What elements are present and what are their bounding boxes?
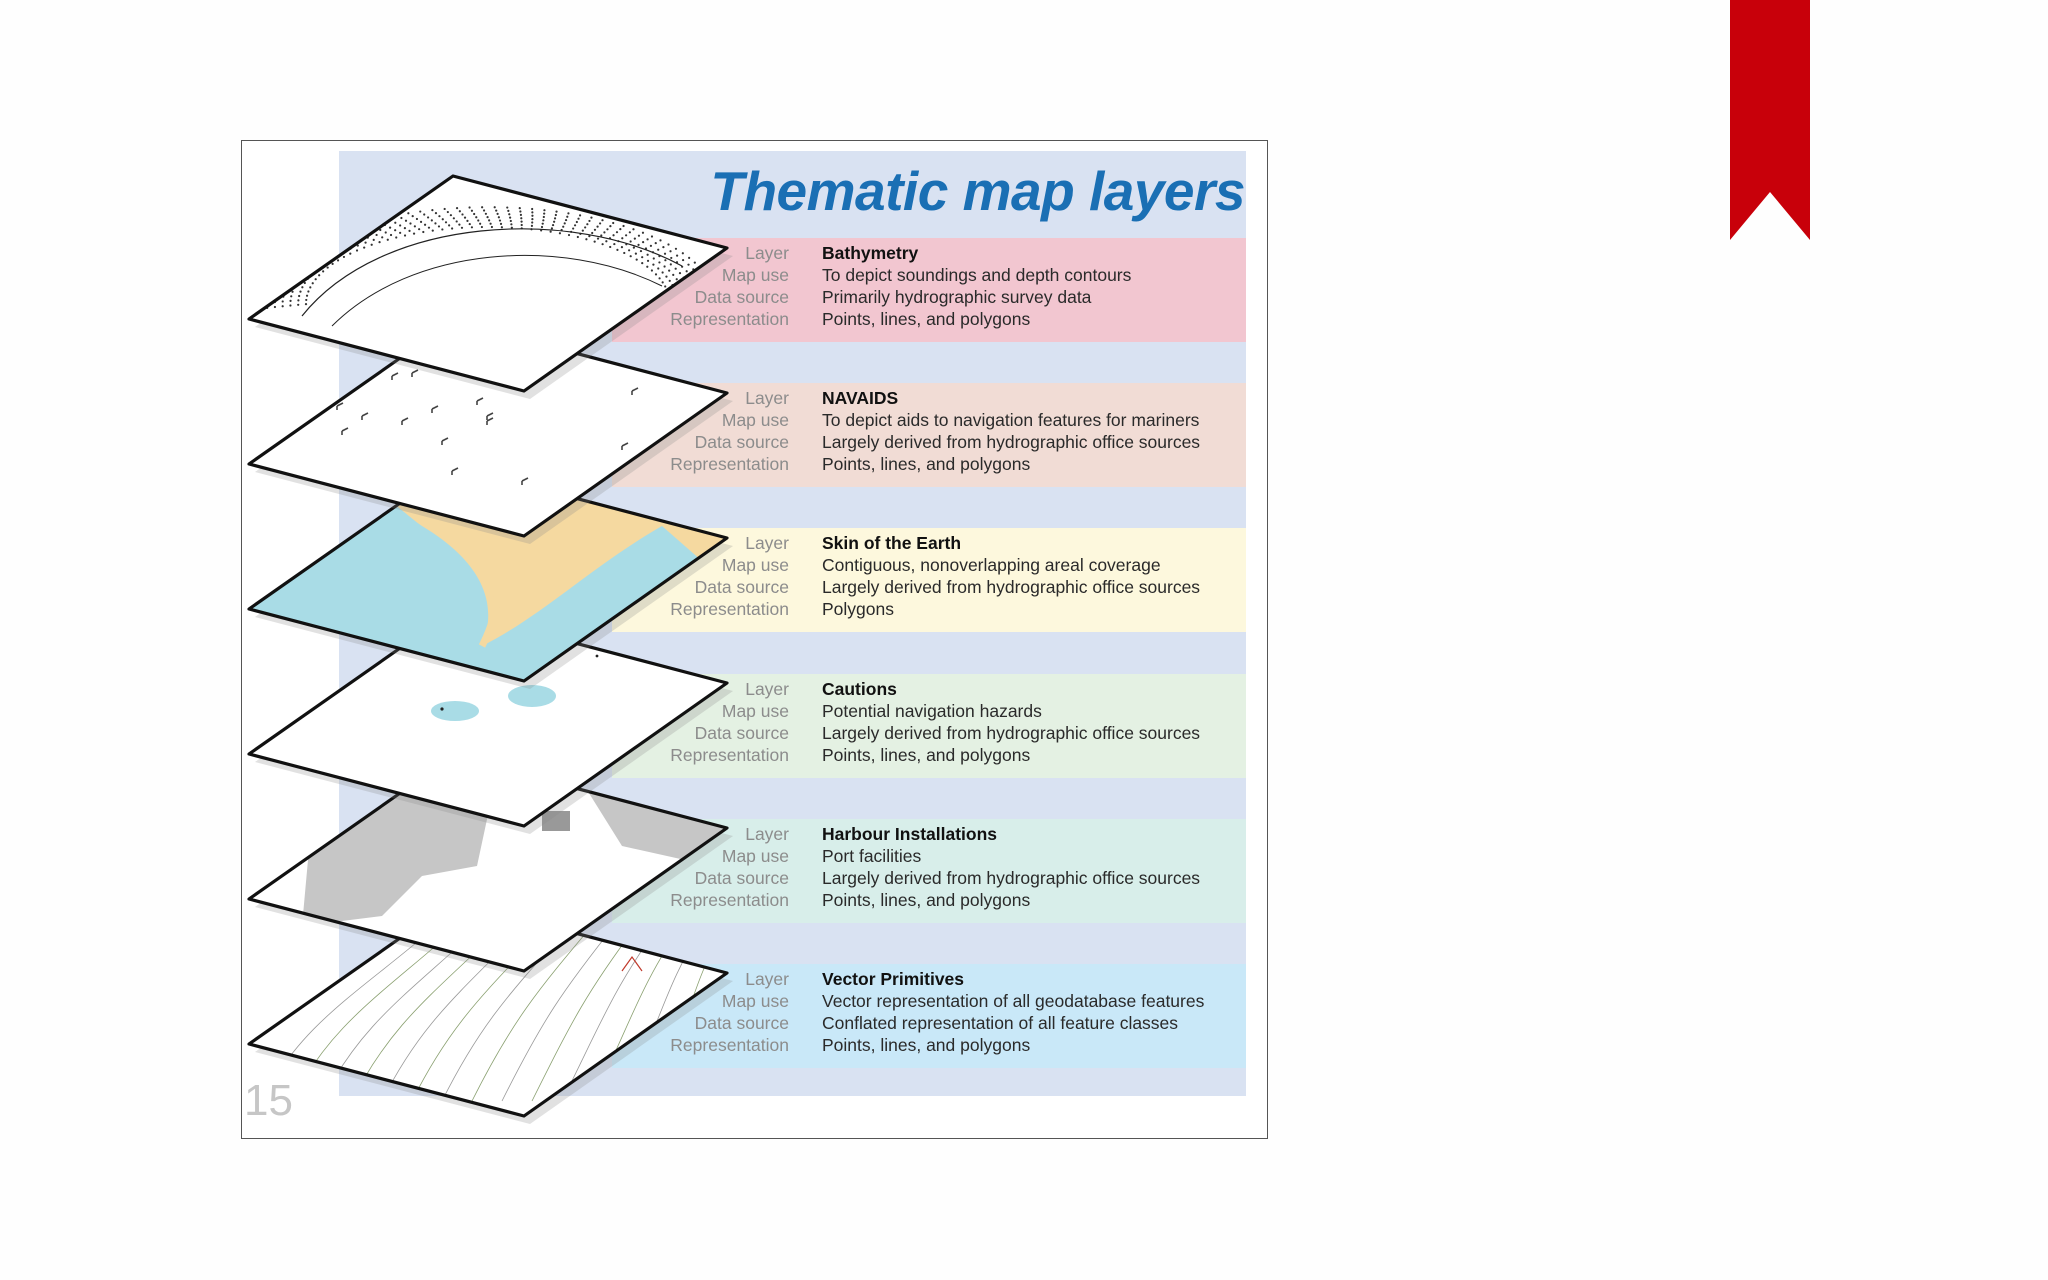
layer-name: Harbour Installations [822,824,998,844]
layer-4-data_source-row: Data source Largely derived from hydrogra… [242,867,1246,889]
layer-representation: Points, lines, and polygons [822,454,1031,474]
layer-data_source: Largely derived from hydrographic office… [822,723,1201,743]
layer-representation: Points, lines, and polygons [822,745,1031,765]
layer-1-data_source-row: Data source Largely derived from hydrogra… [242,431,1246,453]
field-label: Map use [721,701,789,721]
layer-5-map_use-row: Map use Vector representation of all geod… [242,990,1246,1012]
field-label: Data source [694,723,789,743]
field-label: Layer [745,824,789,844]
layer-name: Skin of the Earth [822,533,962,553]
field-label: Layer [745,533,789,553]
layer-data_source: Primarily hydrographic survey data [822,287,1092,307]
field-label: Layer [745,679,789,699]
layer-map_use: Contiguous, nonoverlapping areal coverag… [822,555,1161,575]
layer-name: Vector Primitives [822,969,965,989]
layer-name: NAVAIDS [822,388,899,408]
layer-map_use: Vector representation of all geodatabase… [822,991,1205,1011]
field-label: Map use [721,991,789,1011]
layer-0-data_source-row: Data source Primarily hydrographic survey… [242,286,1246,308]
field-label: Representation [670,599,789,619]
layer-5-data_source-row: Data source Conflated representation of a… [242,1012,1246,1034]
layer-2-map_use-row: Map use Contiguous, nonoverlapping areal … [242,554,1246,576]
layer-3-layer-row: Layer Cautions [242,678,1246,700]
layer-name: Bathymetry [822,243,919,263]
layer-data_source: Largely derived from hydrographic office… [822,577,1201,597]
layer-0-map_use-row: Map use To depict soundings and depth con… [242,264,1246,286]
layer-0-layer-row: Layer Bathymetry [242,242,1246,264]
layer-sheet-cautions [247,609,733,834]
field-label: Representation [670,454,789,474]
layer-name: Cautions [822,679,897,699]
layer-1-map_use-row: Map use To depict aids to navigation feat… [242,409,1246,431]
field-label: Representation [670,1035,789,1055]
layer-2-data_source-row: Data source Largely derived from hydrogra… [242,576,1246,598]
layer-sheet-navaids [247,319,733,544]
field-label: Layer [745,388,789,408]
layer-map_use: To depict aids to navigation features fo… [822,410,1200,430]
field-label: Map use [721,265,789,285]
field-label: Representation [670,745,789,765]
layer-data_source: Largely derived from hydrographic office… [822,432,1201,452]
layer-representation: Polygons [822,599,894,619]
layer-map_use: Port facilities [822,846,922,866]
field-label: Data source [694,432,789,452]
field-label: Map use [721,410,789,430]
layer-4-layer-row: Layer Harbour Installations [242,823,1246,845]
field-label: Representation [670,309,789,329]
figure-title: Thematic map layers [710,160,1245,222]
layer-5-layer-row: Layer Vector Primitives [242,968,1246,990]
layer-1-layer-row: Layer NAVAIDS [242,387,1246,409]
bookmark-ribbon-icon [1730,0,1810,240]
layer-stack-illustration [247,174,733,1124]
layer-map_use: Potential navigation hazards [822,701,1042,721]
field-label: Data source [694,577,789,597]
field-label: Layer [745,969,789,989]
field-label: Data source [694,287,789,307]
page-number: 15 [244,1076,293,1125]
layer-representation: Points, lines, and polygons [822,1035,1031,1055]
layer-data_source: Conflated representation of all feature … [822,1013,1179,1033]
layer-map_use: To depict soundings and depth contours [822,265,1132,285]
layer-2-layer-row: Layer Skin of the Earth [242,532,1246,554]
layer-1-representation-row: Representation Points, lines, and polygon… [242,453,1246,475]
layer-3-map_use-row: Map use Potential navigation hazards [242,700,1246,722]
layer-5-representation-row: Representation Points, lines, and polygon… [242,1034,1246,1056]
layer-0-representation-row: Representation Points, lines, and polygon… [242,308,1246,330]
layer-representation: Points, lines, and polygons [822,309,1031,329]
layer-4-map_use-row: Map use Port facilities [242,845,1246,867]
field-label: Representation [670,890,789,910]
layer-2-representation-row: Representation Polygons [242,598,1246,620]
layer-data_source: Largely derived from hydrographic office… [822,868,1201,888]
field-label: Map use [721,846,789,866]
layer-representation: Points, lines, and polygons [822,890,1031,910]
field-label: Layer [745,243,789,263]
field-label: Map use [721,555,789,575]
layer-3-representation-row: Representation Points, lines, and polygon… [242,744,1246,766]
layer-4-representation-row: Representation Points, lines, and polygon… [242,889,1246,911]
field-label: Data source [694,868,789,888]
field-label: Data source [694,1013,789,1033]
layer-3-data_source-row: Data source Largely derived from hydrogra… [242,722,1246,744]
